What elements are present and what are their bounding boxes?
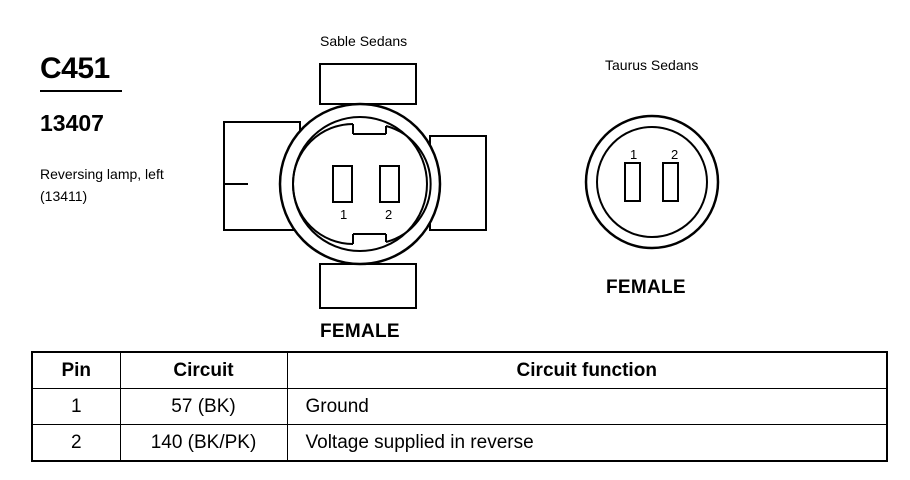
sable-pin-2-label: 2 bbox=[385, 207, 392, 222]
taurus-gender-label: FEMALE bbox=[606, 277, 686, 298]
taurus-pin-2-slot bbox=[662, 162, 679, 202]
table-row: 2 140 (BK/PK) Voltage supplied in revers… bbox=[31, 424, 888, 462]
circuit-function-cell: Ground bbox=[286, 388, 888, 425]
circuit-cell: 140 (BK/PK) bbox=[119, 424, 288, 462]
header-circuit: Circuit bbox=[119, 351, 288, 389]
connector-id: C451 bbox=[40, 52, 110, 85]
sable-top-tab bbox=[319, 63, 417, 105]
sable-cavity-right bbox=[385, 125, 432, 243]
sable-gender-label: FEMALE bbox=[320, 321, 400, 342]
taurus-inner-ring bbox=[596, 126, 708, 238]
circuit-function-cell: Voltage supplied in reverse bbox=[286, 424, 888, 462]
part-number: 13407 bbox=[40, 110, 104, 136]
pin-table: Pin Circuit Circuit function 1 57 (BK) G… bbox=[31, 351, 888, 462]
taurus-pin-1-slot bbox=[624, 162, 641, 202]
taurus-pin-1-label: 1 bbox=[630, 147, 637, 162]
table-header-row: Pin Circuit Circuit function bbox=[31, 351, 888, 389]
sable-keyed-cavity bbox=[292, 123, 354, 245]
pin-cell: 2 bbox=[31, 424, 121, 462]
header-circuit-function: Circuit function bbox=[286, 351, 888, 389]
pin-cell: 1 bbox=[31, 388, 121, 425]
taurus-outer-ring bbox=[584, 114, 720, 250]
sable-pin-1-label: 1 bbox=[340, 207, 347, 222]
sable-outer-ring bbox=[278, 102, 442, 266]
table-row: 1 57 (BK) Ground bbox=[31, 388, 888, 425]
connector-description: Reversing lamp, left bbox=[40, 166, 164, 182]
taurus-connector bbox=[584, 114, 720, 250]
circuit-cell: 57 (BK) bbox=[119, 388, 288, 425]
taurus-pin-2-label: 2 bbox=[671, 147, 678, 162]
sable-connector bbox=[223, 63, 487, 309]
sable-bottom-tab bbox=[319, 263, 417, 309]
connector-id-underline bbox=[40, 90, 122, 92]
sable-pin-1-slot bbox=[332, 165, 353, 203]
taurus-sedans-label: Taurus Sedans bbox=[605, 57, 699, 73]
sable-sedans-label: Sable Sedans bbox=[320, 33, 408, 49]
sable-pin-2-slot bbox=[379, 165, 400, 203]
header-pin: Pin bbox=[31, 351, 121, 389]
connector-reference: (13411) bbox=[40, 188, 88, 204]
